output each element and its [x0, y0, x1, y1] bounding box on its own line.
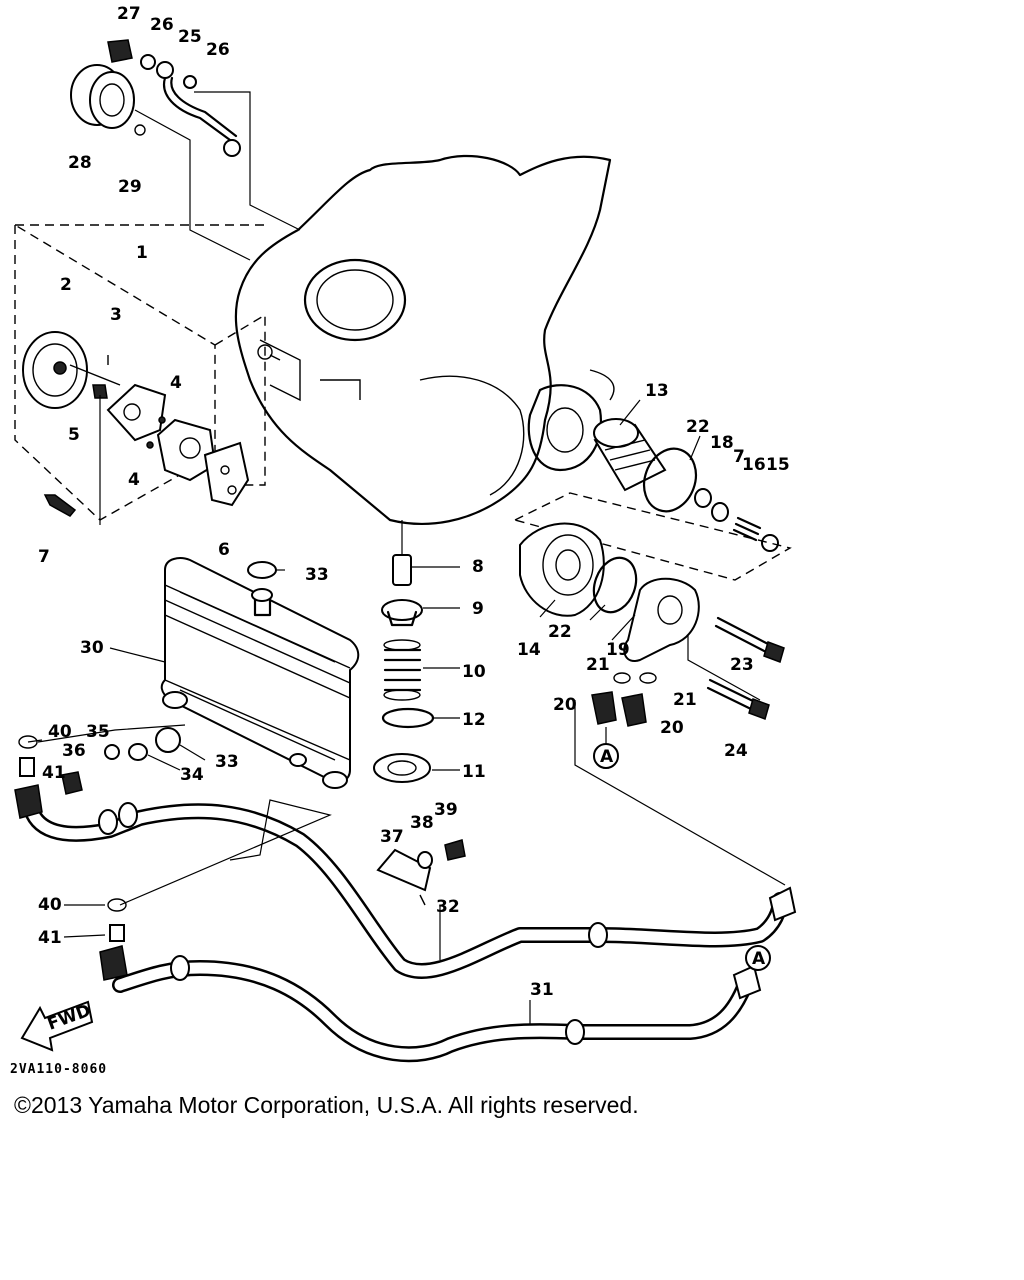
callout-41-lower: 41	[38, 928, 62, 948]
top-left-parts	[70, 39, 301, 261]
callout-31: 31	[530, 980, 554, 1000]
callout-labels: 27 26 25 26 28 29 1 2 3 4 5 4 6 7 13 22 …	[38, 4, 790, 1000]
callout-9: 9	[472, 599, 484, 619]
callout-27: 27	[117, 4, 141, 24]
marker-a-lower: A	[752, 949, 766, 969]
callout-33-top: 33	[305, 565, 329, 585]
callout-21-right: 21	[673, 690, 697, 710]
callout-3: 3	[110, 305, 122, 325]
relief-valve-parts	[373, 520, 435, 783]
callout-12: 12	[462, 710, 486, 730]
callout-2: 2	[60, 275, 72, 295]
callout-20-left: 20	[553, 695, 577, 715]
callout-23: 23	[730, 655, 754, 675]
callout-14: 14	[517, 640, 541, 660]
callout-7: 7	[38, 547, 50, 567]
callout-29: 29	[118, 177, 142, 197]
callout-17: 7	[733, 447, 745, 467]
callout-40-top: 40	[48, 722, 72, 742]
callout-4-lower: 4	[128, 470, 140, 490]
callout-33-lower: 33	[215, 752, 239, 772]
oil-hoses	[14, 784, 797, 1063]
callout-39: 39	[434, 800, 458, 820]
oil-pump-cooler-exploded-diagram: FWD A A 27 26 25 26 28	[14, 4, 797, 1063]
connection-marker-a-lower: A	[745, 945, 771, 971]
callout-10: 10	[462, 662, 486, 682]
callout-40-lower: 40	[38, 895, 62, 915]
callout-26-top: 26	[150, 15, 174, 35]
callout-21-left: 21	[586, 655, 610, 675]
callout-24: 24	[724, 741, 748, 761]
callout-11: 11	[462, 762, 486, 782]
callout-16: 16	[742, 455, 766, 475]
fwd-arrow-icon: FWD	[20, 1000, 94, 1052]
oil-filter-parts	[513, 418, 792, 886]
callout-1: 1	[136, 243, 148, 263]
callout-32: 32	[436, 897, 460, 917]
callout-22-lower: 22	[548, 622, 572, 642]
callout-19: 19	[606, 640, 630, 660]
hose-clamp	[376, 839, 466, 906]
callout-15: 15	[766, 455, 790, 475]
crankcase	[234, 154, 615, 526]
callout-6: 6	[218, 540, 230, 560]
callout-30: 30	[80, 638, 104, 658]
callout-leaders	[27, 399, 701, 1025]
callout-5: 5	[68, 425, 80, 445]
oil-pump-assembly	[14, 223, 266, 525]
callout-28: 28	[68, 153, 92, 173]
callout-22-upper: 22	[686, 417, 710, 437]
callout-36: 36	[62, 741, 86, 761]
marker-a-upper: A	[600, 747, 614, 767]
callout-41-top: 41	[42, 763, 66, 783]
callout-38: 38	[410, 813, 434, 833]
callout-26-right: 26	[206, 40, 230, 60]
callout-37: 37	[380, 827, 404, 847]
callout-4-upper: 4	[170, 373, 182, 393]
callout-8: 8	[472, 557, 484, 577]
diagram-code: 2VA110-8060	[10, 1062, 108, 1077]
callout-35: 35	[86, 722, 110, 742]
connection-marker-a-upper: A	[593, 727, 619, 769]
copyright-notice: ©2013 Yamaha Motor Corporation, U.S.A. A…	[14, 1092, 639, 1118]
callout-18: 18	[710, 433, 734, 453]
callout-20-right: 20	[660, 718, 684, 738]
callout-34: 34	[180, 765, 204, 785]
callout-25: 25	[178, 27, 202, 47]
callout-13: 13	[645, 381, 669, 401]
